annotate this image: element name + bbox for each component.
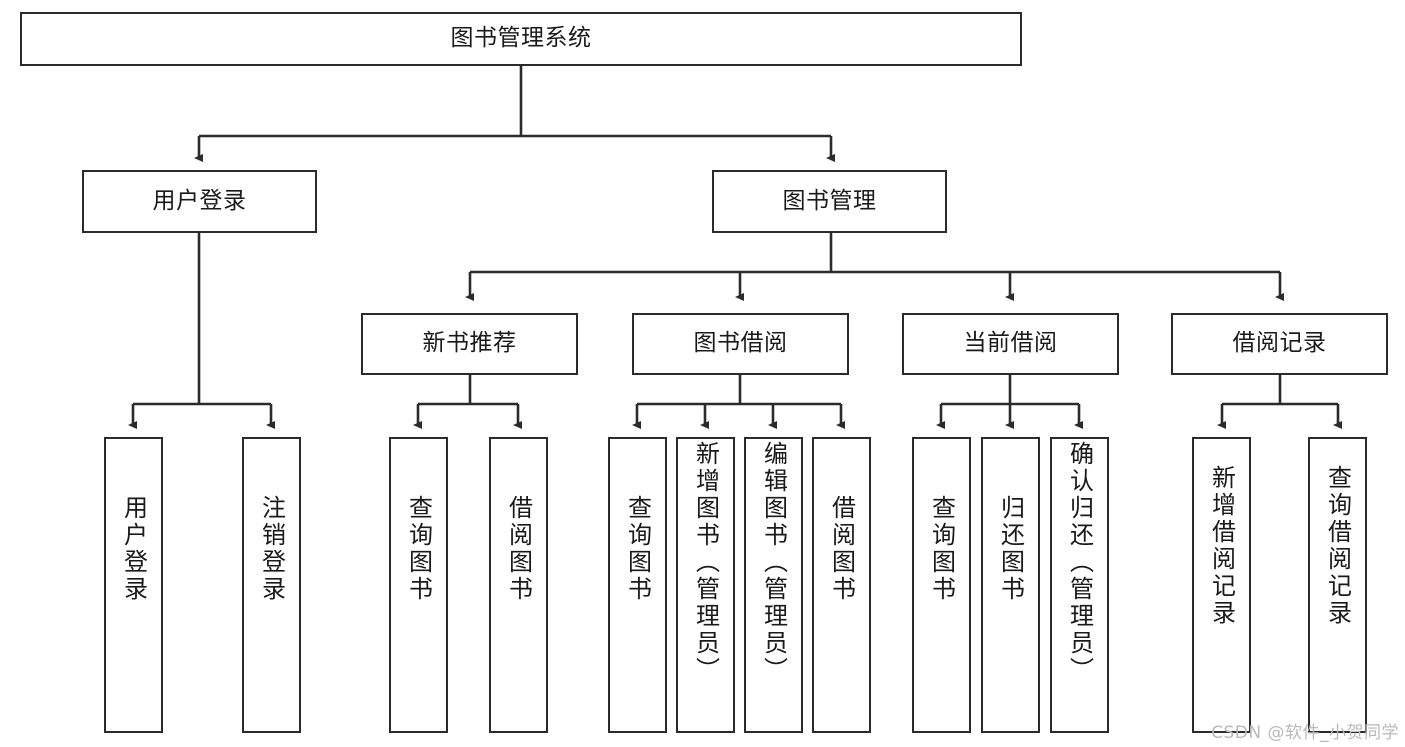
node-label: 图书借阅 xyxy=(693,330,788,357)
node-label: 查询图书 xyxy=(927,495,956,603)
node-label: 编辑图书（管理员） xyxy=(759,441,788,684)
node-label: 图书管理 xyxy=(782,187,877,214)
node-book-management[interactable]: 图书管理 xyxy=(712,170,947,233)
leaf-current-borrow-confirm-return-admin[interactable]: 确认归还（管理员） xyxy=(1050,437,1109,733)
node-label: 查询图书 xyxy=(404,495,433,603)
node-label: 新增图书（管理员） xyxy=(691,441,720,684)
leaf-book-borrow-query-books[interactable]: 查询图书 xyxy=(608,437,667,733)
node-label: 查询借阅记录 xyxy=(1323,465,1352,627)
node-label: 确认归还（管理员） xyxy=(1065,441,1094,684)
node-current-borrowing[interactable]: 当前借阅 xyxy=(902,313,1119,375)
node-new-book-recommendation[interactable]: 新书推荐 xyxy=(361,313,578,375)
node-label: 当前借阅 xyxy=(963,330,1058,357)
node-label: 借阅记录 xyxy=(1232,330,1327,357)
node-label: 注销登录 xyxy=(257,495,286,603)
node-label: 归还图书 xyxy=(996,495,1025,603)
leaf-new-book-borrow-books[interactable]: 借阅图书 xyxy=(489,437,548,733)
node-book-borrowing[interactable]: 图书借阅 xyxy=(632,313,849,375)
leaf-user-login-login[interactable]: 用户登录 xyxy=(104,437,163,733)
node-label: 借阅图书 xyxy=(504,495,533,603)
leaf-new-book-query-books[interactable]: 查询图书 xyxy=(389,437,448,733)
leaf-book-borrow-edit-book-admin[interactable]: 编辑图书（管理员） xyxy=(744,437,803,733)
leaf-book-borrow-borrow-books[interactable]: 借阅图书 xyxy=(812,437,871,733)
node-label: 新书推荐 xyxy=(422,330,517,357)
node-user-login[interactable]: 用户登录 xyxy=(82,170,317,233)
leaf-user-login-logout[interactable]: 注销登录 xyxy=(242,437,301,733)
node-label: 借阅图书 xyxy=(827,495,856,603)
node-label: 新增借阅记录 xyxy=(1207,465,1236,627)
node-label: 用户登录 xyxy=(152,187,247,214)
leaf-borrow-record-add-record[interactable]: 新增借阅记录 xyxy=(1192,437,1251,733)
watermark-credit: CSDN @软件_小贺同学 xyxy=(1211,723,1399,743)
leaf-current-borrow-return-books[interactable]: 归还图书 xyxy=(981,437,1040,733)
node-label: 图书管理系统 xyxy=(450,25,592,52)
leaf-borrow-record-query-record[interactable]: 查询借阅记录 xyxy=(1308,437,1367,733)
leaf-current-borrow-query-books[interactable]: 查询图书 xyxy=(912,437,971,733)
node-label: 查询图书 xyxy=(623,495,652,603)
node-borrowing-record[interactable]: 借阅记录 xyxy=(1171,313,1388,375)
node-label: 用户登录 xyxy=(119,495,148,603)
node-root-book-management-system[interactable]: 图书管理系统 xyxy=(20,12,1022,66)
leaf-book-borrow-add-book-admin[interactable]: 新增图书（管理员） xyxy=(676,437,735,733)
